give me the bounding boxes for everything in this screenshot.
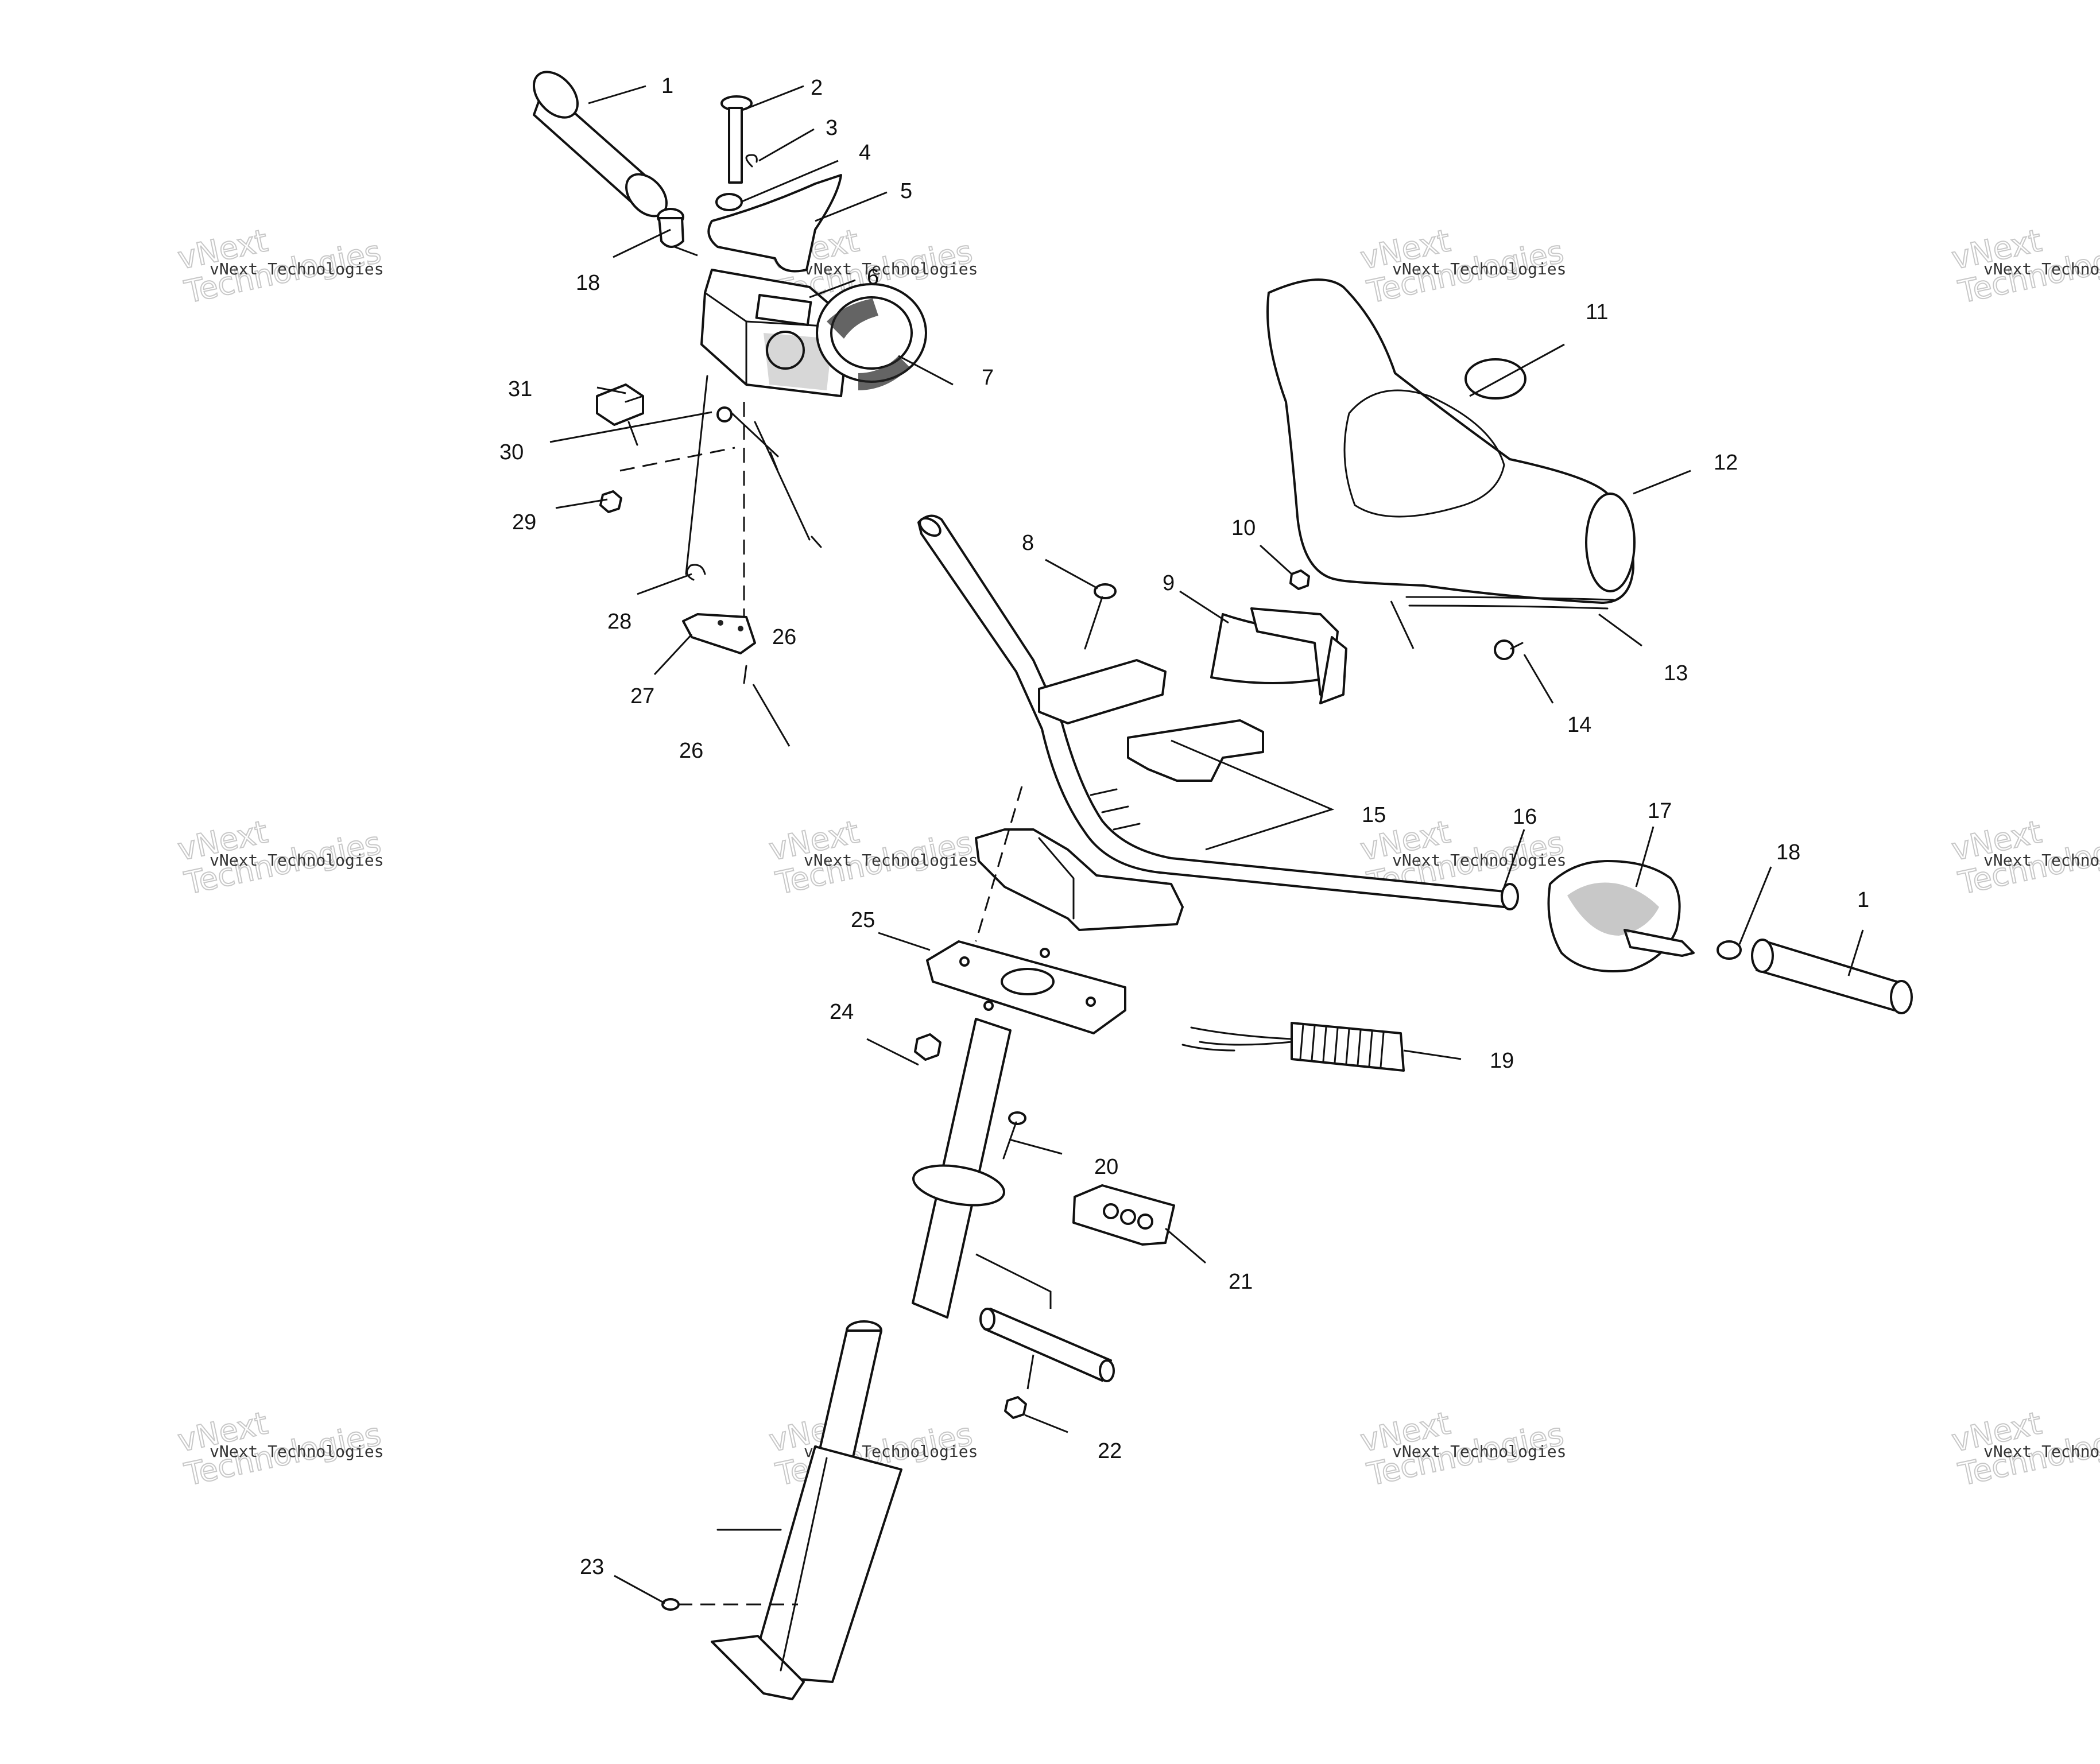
part-2-pin [720,95,753,184]
part-11-decal [1464,358,1526,400]
callout-6: 6 [867,265,879,289]
part-6-throttle-block [700,269,851,397]
part-18-plug-left [657,208,684,248]
leader-lines [549,85,1864,1604]
callout-18-left: 18 [576,271,600,295]
watermark-text: vNext Technologies [1392,1442,1566,1461]
part-1-grip-right [1751,939,1913,1014]
post-guides [677,786,1052,1606]
watermark-text: vNext Technologies [1392,851,1566,870]
part-25-mounting-plate [926,940,1126,1034]
left-assembly-guides [619,375,811,617]
part-10-nut [1289,569,1310,590]
part-28-clip [686,564,706,581]
part-19-heater-element [1181,1022,1405,1072]
watermark-text: vNext Technologies [1392,259,1566,278]
part-8-bolt [1084,583,1117,650]
watermark-text: vNext Technologies [210,851,383,870]
part-3-clip [745,154,758,168]
watermark-text: vNext Technologies [210,259,383,278]
callout-15: 15 [1362,803,1386,827]
part-27-cover-plate [682,613,756,654]
pad-guide [1390,600,1415,649]
callout-29: 29 [512,510,536,534]
callout-2: 2 [811,76,823,100]
watermark-text: vNext Technologies [804,259,978,278]
part-4-washer [715,193,743,211]
part-17-control-housing [1547,860,1695,972]
part-15-clamp-blocks [975,659,1264,931]
part-26-screw-c [743,665,747,684]
callout-17: 17 [1648,799,1672,823]
callout-19: 19 [1490,1049,1514,1073]
callout-7: 7 [982,366,994,390]
part-21-plate [1072,1184,1175,1246]
watermark-text: vNext Technologies [1983,1442,2100,1461]
part-22-rod [979,1308,1115,1382]
part-31-switch [596,383,644,446]
callout-12: 12 [1714,451,1738,475]
part-13-cover-strap [1405,596,1614,610]
callout-1-left: 1 [661,74,673,98]
watermark-text: vNext Technologies [804,851,978,870]
part-23-pin [661,1598,680,1611]
callout-28: 28 [607,610,631,634]
watermark-text: vNext Technologies [1983,851,2100,870]
watermark-text: vNext Technologies [1983,259,2100,278]
steering-post [711,1018,1012,1700]
callout-26-upper: 26 [772,625,796,649]
part-29-nut [599,490,622,513]
callout-22: 22 [1098,1439,1122,1463]
callout-30: 30 [499,440,524,464]
callout-3: 3 [826,116,838,140]
part-26-screw-b [811,536,822,548]
callout-24: 24 [830,1000,854,1024]
callout-labels: 1 2 3 4 5 6 7 8 9 10 11 12 13 14 15 16 1… [499,74,1869,1579]
callout-31: 31 [508,377,532,401]
part-30-ball [716,406,733,422]
watermark-text: vNext Technologies [210,1442,383,1461]
callout-1-right: 1 [1857,888,1869,912]
callout-26-lower: 26 [679,739,703,763]
callout-8: 8 [1022,531,1034,555]
part-9-clamp [1210,607,1347,704]
part-18-plug-right [1717,940,1742,960]
part-20-screw [1002,1111,1026,1160]
part-5-throttle-lever [707,174,842,273]
part-24-nut [914,1033,941,1061]
callout-21: 21 [1229,1270,1253,1294]
callout-14: 14 [1567,713,1591,737]
callout-4: 4 [859,141,871,165]
callout-16: 16 [1513,805,1537,829]
callout-27: 27 [630,684,654,708]
callout-25: 25 [851,908,875,932]
callout-10: 10 [1231,516,1256,540]
callout-9: 9 [1163,571,1175,595]
part-22-nut [1004,1396,1027,1419]
callout-20: 20 [1094,1155,1118,1179]
callout-23: 23 [580,1555,604,1579]
callout-18-right: 18 [1776,840,1800,864]
part-12-handlebar-pad [1266,278,1636,604]
callout-5: 5 [900,179,912,203]
callout-11: 11 [1586,300,1608,324]
part-1-grip-left [532,71,668,218]
part-14-rivet [1494,639,1524,660]
callout-13: 13 [1664,661,1688,685]
part-7-housing [816,283,927,390]
